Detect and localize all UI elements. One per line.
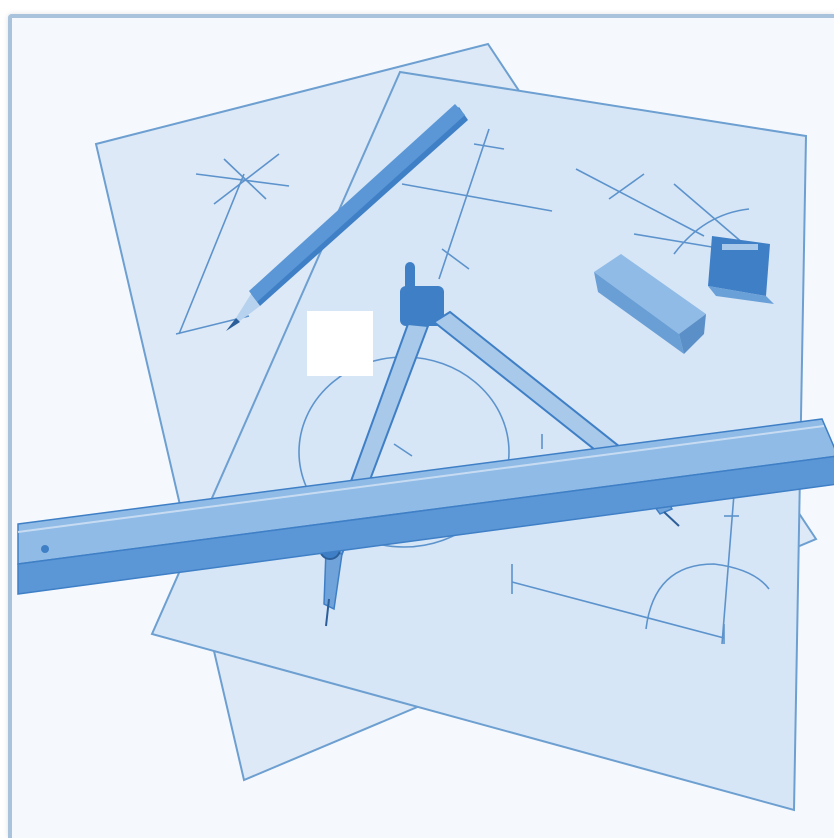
drafting-illustration [17, 42, 834, 812]
pencil-sharpener [708, 236, 774, 304]
paper-sheet-front [150, 70, 808, 812]
eraser [594, 254, 706, 354]
masked-region [307, 311, 373, 376]
construction-lines [175, 128, 770, 645]
pencil [226, 104, 468, 331]
ruler [17, 418, 834, 595]
image-frame [8, 14, 834, 838]
